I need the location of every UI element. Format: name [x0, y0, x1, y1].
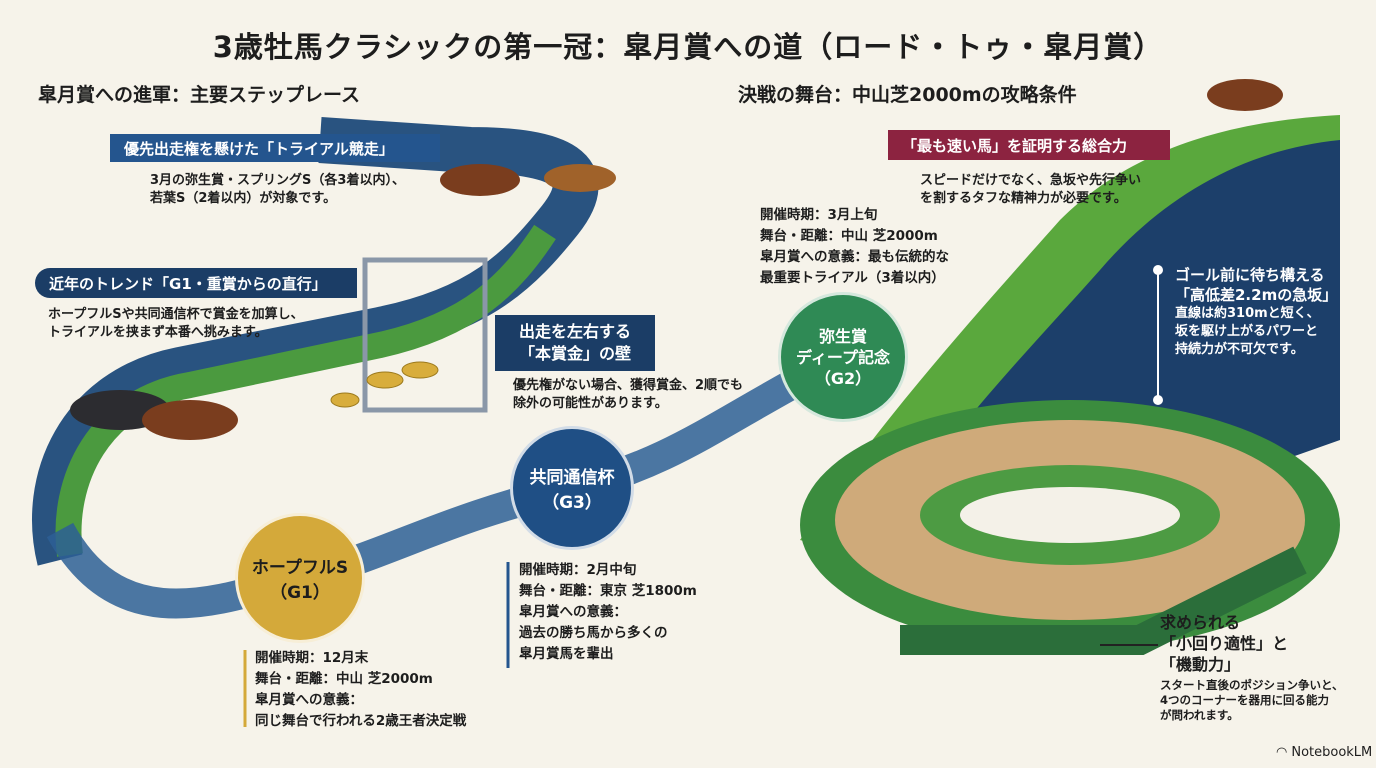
fastest-banner: 「最も速い馬」を証明する総合力	[888, 130, 1170, 160]
gate-icon	[362, 257, 488, 413]
prize-desc: 優先権がない場合、獲得賞金、2順でも除外の可能性があります。	[513, 378, 744, 411]
horse-icon	[70, 79, 1283, 440]
notebooklm-logo: ◠NotebookLM	[1276, 745, 1373, 760]
trend-desc: ホープフルSや共同通信杯で賞金を加算し、トライアルを挟まず本番へ挑みます。	[48, 307, 304, 340]
road-path	[46, 343, 850, 619]
page-title: 3歳牡馬クラシックの第一冠：皐月賞への道（ロード・トゥ・皐月賞）	[212, 30, 1164, 64]
slope-callout: ゴール前に待ち構える「高低差2.2mの急坂」 直線は約310mと短く、坂を駆け上…	[1175, 266, 1338, 357]
turf-strip	[55, 224, 556, 557]
prize-banner: 出走を左右する「本賞金」の壁	[495, 315, 655, 371]
race-hopeful: ホープフルS（G1）	[235, 513, 365, 643]
corner-callout: 求められる「小回り適性」と「機動力」 スタート直後のポジション争いと、4つのコー…	[1160, 613, 1344, 722]
trial-banner: 優先出走権を懸けた「トライアル競走」	[110, 134, 440, 162]
race-yayoi: 弥生賞ディープ記念（G2）	[778, 292, 908, 422]
coins-icon	[330, 361, 439, 408]
right-heading: 決戦の舞台：中山芝2000mの攻略条件	[738, 84, 1077, 106]
trend-banner: 近年のトレンド「G1・重賞からの直行」	[35, 268, 357, 298]
trial-desc: 3月の弥生賞・スプリングS（各3着以内）、若葉S（2着以内）が対象です。	[150, 173, 405, 206]
notebooklm-icon: ◠	[1276, 745, 1288, 760]
race-kyodo: 共同通信杯（G3）	[510, 426, 634, 550]
left-heading: 皐月賞への進軍：主要ステップレース	[38, 84, 361, 106]
fastest-desc: スピードだけでなく、急坂や先行争いを割するタフな精神力が必要です。	[920, 173, 1142, 206]
